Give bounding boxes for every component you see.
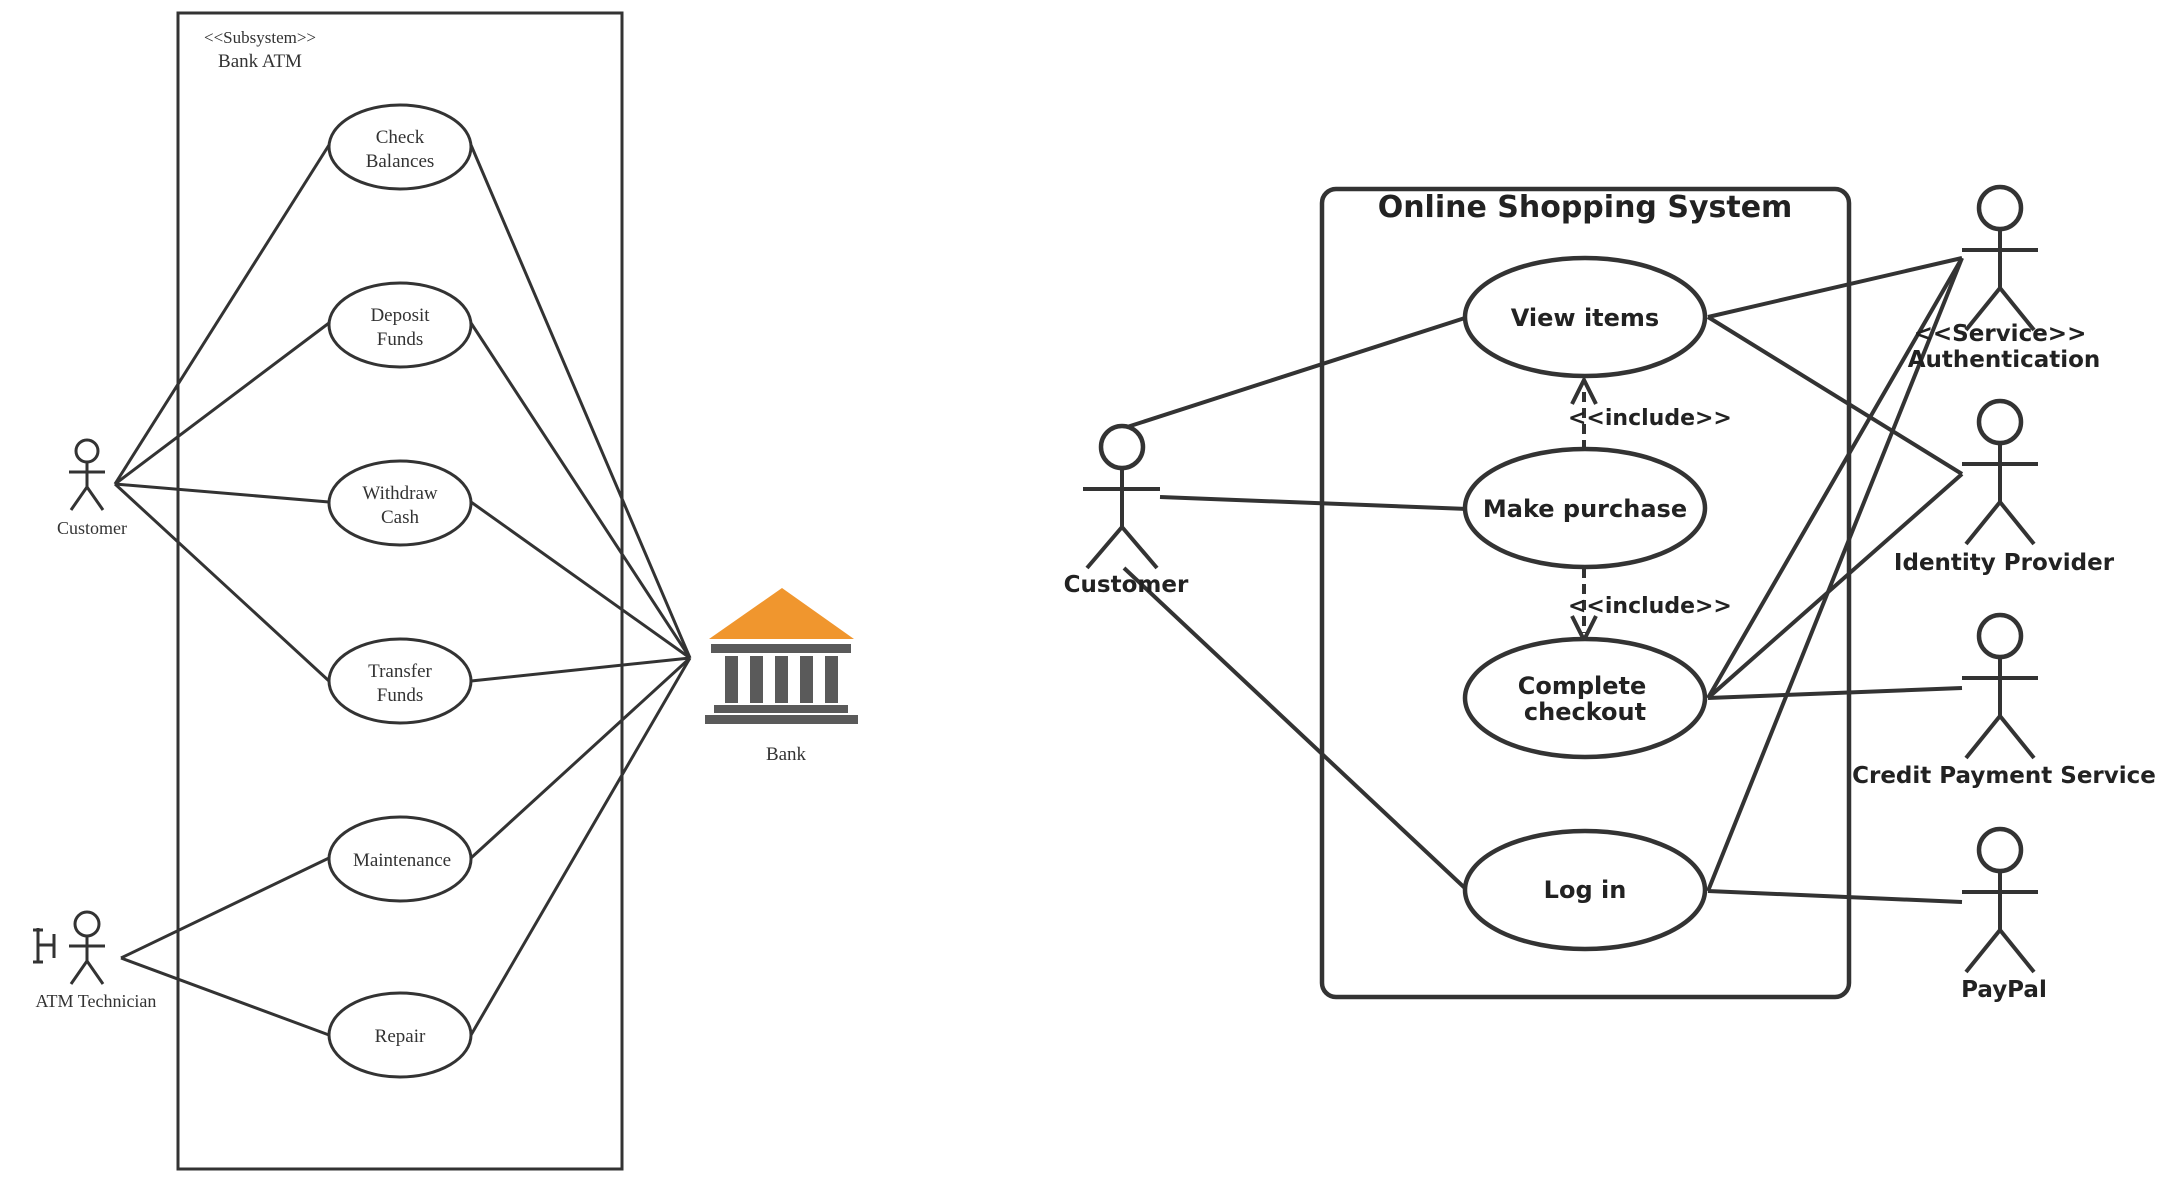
use-case-label: Deposit	[370, 305, 430, 326]
assoc-view-items-authentication	[1707, 256, 1963, 319]
assoc-view-items-identity-provider	[1706, 315, 1964, 476]
use-case-label: Check	[376, 127, 425, 148]
assoc-customer-withdraw	[114, 482, 330, 504]
subsystem-stereotype: <<Subsystem>>	[204, 28, 316, 47]
actor-label: Identity Provider	[1894, 550, 2115, 576]
online-shopping-system-boundary	[1319, 186, 1852, 1000]
actor-customer-shopping[interactable]: Customer	[1064, 423, 1189, 598]
include-make-purchase-checkout: <<include>>	[1568, 568, 1732, 645]
actor-atm-technician[interactable]: ATM Technician	[33, 910, 157, 1011]
use-case-check-balances[interactable]: Check Balances	[327, 103, 473, 191]
assoc-checkout-credit-payment	[1707, 686, 1963, 700]
actor-label: Bank	[766, 744, 807, 765]
use-case-complete-checkout[interactable]: Complete checkout	[1462, 636, 1708, 760]
assoc-log-in-authentication	[1706, 257, 1964, 892]
use-case-label: Repair	[375, 1026, 426, 1047]
actor-customer-bank[interactable]: Customer	[57, 438, 127, 538]
assoc-bank-check	[469, 144, 692, 659]
assoc-bank-deposit	[469, 322, 692, 659]
actor-label: Customer	[57, 518, 127, 538]
assoc-checkout-authentication	[1706, 257, 1964, 699]
use-case-maintenance[interactable]: Maintenance	[327, 815, 473, 903]
shopping-associations	[1122, 256, 1964, 904]
actor-label: Credit Payment Service	[1852, 763, 2156, 789]
assoc-customer-make-purchase	[1159, 495, 1469, 511]
use-case-label: Balances	[366, 151, 435, 172]
use-case-label: Complete	[1518, 672, 1647, 700]
use-case-log-in[interactable]: Log in	[1462, 828, 1708, 952]
actor-identity-provider[interactable]: Identity Provider	[1894, 398, 2115, 576]
use-case-label: Log in	[1544, 876, 1627, 904]
assoc-log-in-paypal	[1707, 889, 1963, 904]
assoc-customer-deposit	[114, 321, 330, 486]
use-case-label: Make purchase	[1483, 495, 1687, 523]
use-case-repair[interactable]: Repair	[327, 991, 473, 1079]
assoc-bank-transfer	[470, 656, 691, 683]
include-label: <<include>>	[1568, 594, 1732, 619]
system-title: Online Shopping System	[1378, 190, 1793, 225]
subsystem-title: Bank ATM	[218, 51, 302, 72]
bank-atm-subsystem-boundary	[176, 11, 624, 1171]
use-case-deposit-funds[interactable]: Deposit Funds	[327, 281, 473, 369]
bank-atm-associations	[113, 144, 692, 1037]
include-label: <<include>>	[1568, 406, 1732, 431]
actor-label: ATM Technician	[36, 991, 157, 1011]
actor-credit-payment-service[interactable]: Credit Payment Service	[1852, 612, 2156, 789]
actor-authentication[interactable]: <<Service>> Authentication	[1908, 184, 2101, 373]
assoc-customer-transfer	[113, 482, 331, 683]
use-case-make-purchase[interactable]: Make purchase	[1462, 446, 1708, 570]
wrench-icon	[33, 928, 56, 964]
actor-bank[interactable]: Bank	[705, 588, 858, 765]
actor-paypal[interactable]: PayPal	[1961, 826, 2047, 1003]
use-case-view-items[interactable]: View items	[1462, 255, 1708, 379]
online-shopping-diagram: Online Shopping System <<include>> <<inc…	[1064, 184, 2156, 1003]
use-case-transfer-funds[interactable]: Transfer Funds	[327, 637, 473, 725]
use-case-label: Funds	[377, 685, 423, 706]
use-case-label: Cash	[381, 507, 420, 528]
use-case-label: checkout	[1524, 698, 1646, 726]
actor-label: PayPal	[1961, 977, 2047, 1003]
use-case-withdraw-cash[interactable]: Withdraw Cash	[327, 459, 473, 547]
actor-label: Authentication	[1908, 347, 2101, 373]
assoc-customer-log-in	[1122, 566, 1470, 893]
assoc-tech-maintenance	[120, 856, 330, 960]
assoc-bank-withdraw	[470, 500, 691, 660]
assoc-customer-check	[113, 144, 331, 485]
assoc-customer-view-items	[1123, 315, 1469, 430]
assoc-checkout-identity-provider	[1706, 472, 1964, 700]
include-make-purchase-view-items: <<include>>	[1568, 375, 1732, 450]
use-case-label: Funds	[377, 329, 423, 350]
assoc-tech-repair	[120, 956, 330, 1037]
actor-label: Customer	[1064, 572, 1189, 598]
actor-stereotype: <<Service>>	[1914, 321, 2087, 347]
bank-atm-diagram: <<Subsystem>> Bank ATM Check Balances De…	[33, 11, 858, 1171]
use-case-label: Maintenance	[353, 850, 451, 871]
bank-building-icon	[705, 588, 858, 724]
assoc-bank-repair	[469, 657, 692, 1036]
use-case-label: Transfer	[368, 661, 432, 682]
use-case-label: View items	[1511, 304, 1659, 332]
use-case-label: Withdraw	[362, 483, 437, 504]
assoc-bank-maintenance	[469, 656, 692, 860]
